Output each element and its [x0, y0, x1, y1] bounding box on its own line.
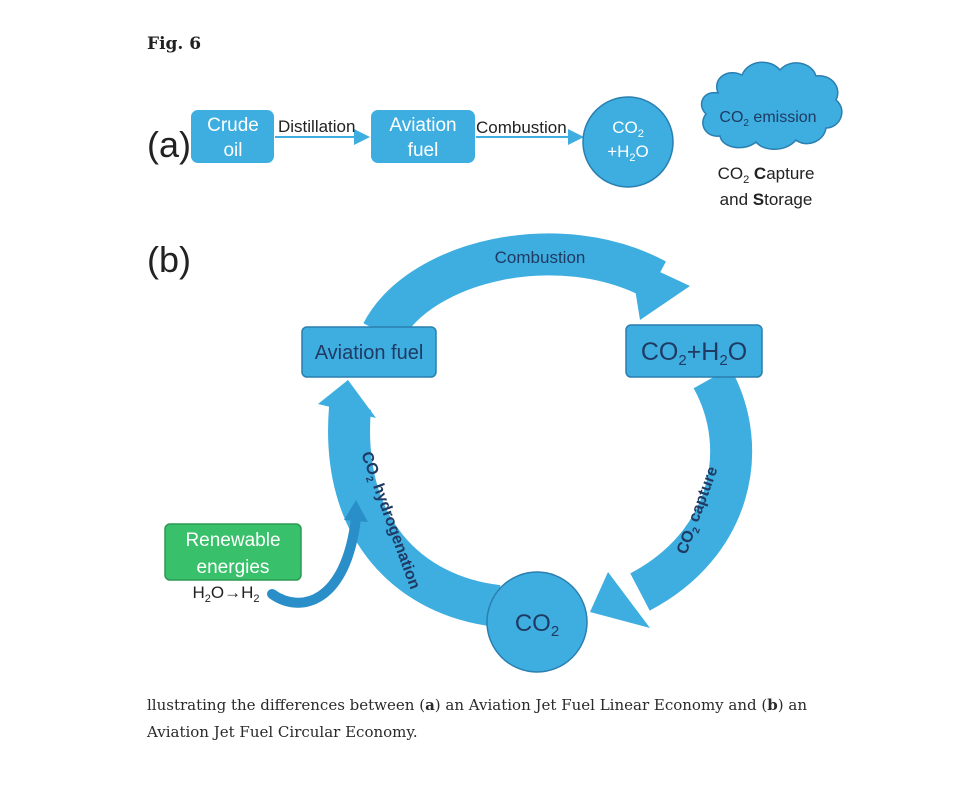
panel-a-label: (a): [147, 124, 191, 165]
svg-text:CO2: CO2: [515, 610, 559, 640]
svg-text:fuel: fuel: [408, 140, 439, 161]
svg-text:energies: energies: [197, 557, 270, 578]
svg-text:CO2 Capture: CO2 Capture: [718, 164, 815, 186]
svg-text:oil: oil: [223, 140, 242, 161]
co2-h2o-node-b: CO2+H2O: [625, 324, 763, 378]
svg-text:Crude: Crude: [207, 115, 259, 136]
co2-h2o-circle-a: CO2 +H2O: [582, 96, 674, 188]
figure-label: Fig. 6: [147, 34, 202, 54]
emission-cloud: CO2 emission: [700, 61, 843, 150]
svg-text:CO2 emission: CO2 emission: [719, 109, 816, 129]
svg-text:Renewable: Renewable: [185, 530, 280, 551]
svg-text:Aviation fuel: Aviation fuel: [315, 342, 424, 364]
svg-text:and Storage: and Storage: [720, 190, 813, 209]
distillation-label: Distillation: [278, 117, 355, 136]
combustion-arrow-b: [363, 233, 690, 344]
hydrogenation-arrow: [318, 380, 501, 627]
combustion-label-b: Combustion: [495, 248, 586, 267]
renewable-energies-box: Renewable energies: [164, 523, 302, 581]
svg-text:+H2O: +H2O: [607, 142, 649, 164]
co2-capture-arrow: [590, 367, 753, 628]
combustion-label-a: Combustion: [476, 118, 567, 137]
aviation-fuel-box-a: Aviation fuel: [371, 110, 475, 163]
h2o-to-h2-label: H2O→H2: [192, 583, 259, 605]
svg-text:CO2+H2O: CO2+H2O: [641, 338, 747, 369]
panel-b-label: (b): [147, 239, 191, 280]
aviation-fuel-node-b: Aviation fuel: [301, 326, 437, 378]
svg-text:Aviation: Aviation: [389, 115, 456, 136]
crude-oil-box: Crude oil: [191, 110, 274, 163]
co2-node-b: CO2: [486, 571, 588, 673]
hydrogen-feed-arrow: [267, 500, 368, 608]
svg-text:CO2: CO2: [612, 118, 644, 140]
figure-caption: llustrating the differences between (a) …: [147, 696, 807, 741]
ccs-label: CO2 Capture and Storage: [718, 164, 815, 209]
